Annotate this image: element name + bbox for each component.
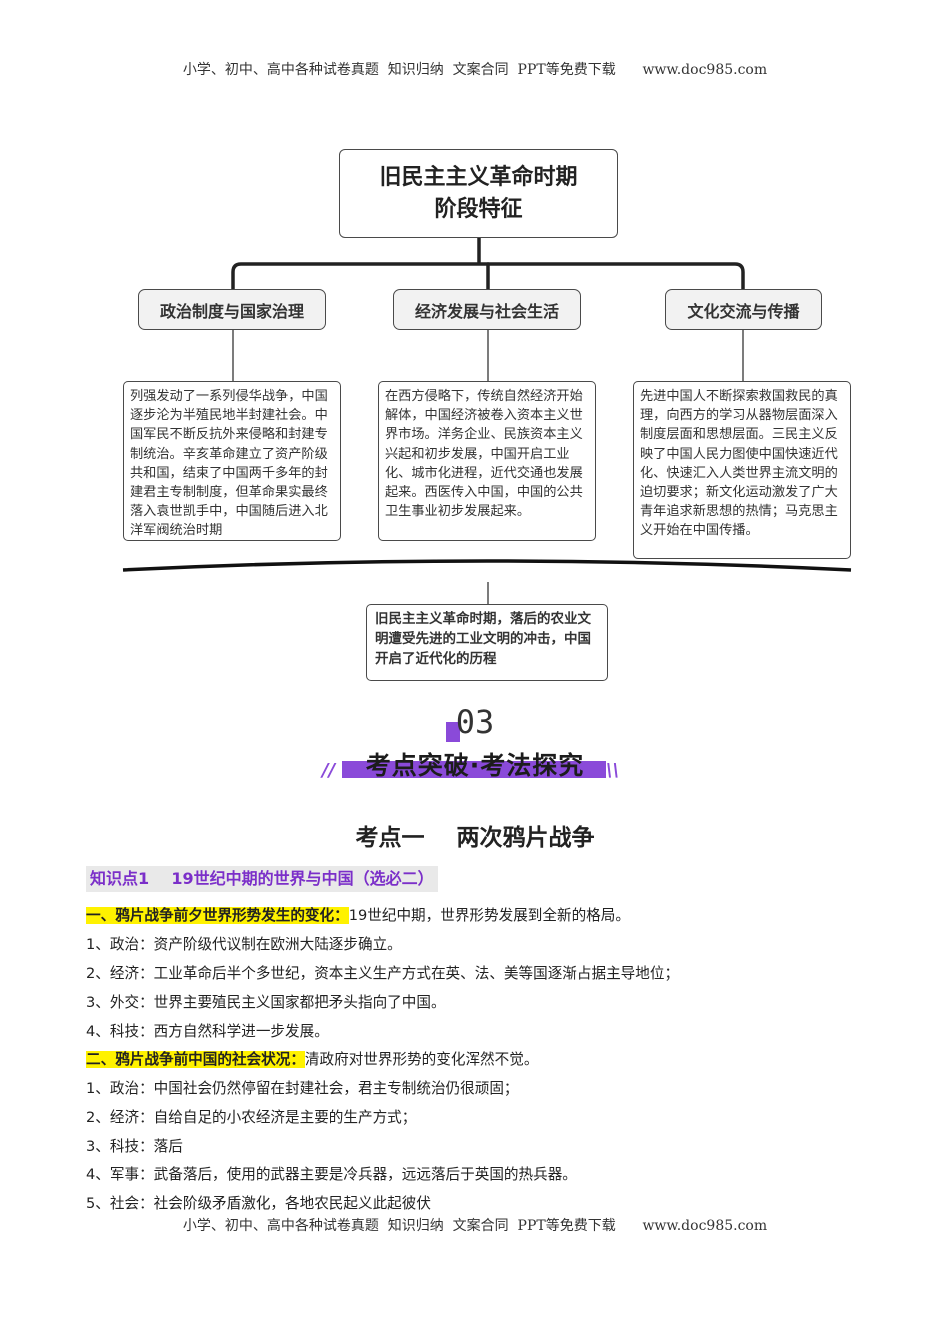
section-number: 03 — [455, 703, 495, 741]
category-economy: 经济发展与社会生活 — [393, 289, 581, 330]
root-title-line1: 旧民主主义革命时期 — [379, 164, 578, 190]
list-item: 3、外交：世界主要殖民主义国家都把矛头指向了中国。 — [86, 994, 446, 1011]
page-footer: 小学、初中、高中各种试卷真题 知识归纳 文案合同 PPT等免费下载 www.do… — [182, 1218, 768, 1234]
section-title: 考点突破·考法探究 — [365, 751, 585, 780]
left-slash-decoration: // — [322, 760, 336, 781]
heading-2: 二、鸦片战争前中国的社会状况：清政府对世界形势的变化浑然不觉。 — [86, 1050, 538, 1070]
heading-2-label: 二、鸦片战争前中国的社会状况： — [86, 1051, 305, 1068]
category-culture: 文化交流与传播 — [665, 289, 822, 330]
list-item: 2、经济：工业革命后半个多世纪，资本主义生产方式在英、法、美等国逐渐占据主导地位… — [86, 965, 680, 982]
list-item: 1、政治：资产阶级代议制在欧洲大陆逐步确立。 — [86, 936, 402, 953]
economy-description: 在西方侵略下，传统自然经济开始解体，中国经济被卷入资本主义世界市场。洋务企业、民… — [378, 381, 596, 541]
section-number-accent — [446, 722, 460, 742]
list-item: 5、社会：社会阶级矛盾激化，各地农民起义此起彼伏 — [86, 1195, 431, 1212]
list-item: 1、政治：中国社会仍然停留在封建社会，君主专制统治仍很顽固； — [86, 1080, 519, 1097]
list-item: 4、军事：武备落后，使用的武器主要是冷兵器，远远落后于英国的热兵器。 — [86, 1166, 577, 1183]
politics-description: 列强发动了一系列侵华战争，中国逐步沦为半殖民地半封建社会。中国军民不断反抗外来侵… — [123, 381, 341, 541]
kaodian-title: 考点一 两次鸦片战争 — [355, 825, 595, 851]
section-title-highlight — [342, 761, 606, 778]
list-item: 3、科技：落后 — [86, 1138, 183, 1155]
right-slash-decoration: \\ — [606, 760, 620, 781]
diagram-root-node: 旧民主主义革命时期 阶段特征 — [339, 149, 618, 238]
page-header: 小学、初中、高中各种试卷真题 知识归纳 文案合同 PPT等免费下载 www.do… — [182, 62, 768, 78]
knowledge-point-title: 知识点1 19世纪中期的世界与中国（选必二） — [86, 866, 438, 892]
list-item: 4、科技：西方自然科学进一步发展。 — [86, 1023, 329, 1040]
diagram-connectors — [122, 236, 852, 604]
heading-1: 一、鸦片战争前夕世界形势发生的变化：19世纪中期，世界形势发展到全新的格局。 — [86, 906, 630, 926]
list-item: 2、经济：自给自足的小农经济是主要的生产方式； — [86, 1109, 417, 1126]
heading-1-label: 一、鸦片战争前夕世界形势发生的变化： — [86, 907, 349, 924]
category-politics: 政治制度与国家治理 — [138, 289, 326, 330]
heading-2-text: 清政府对世界形势的变化浑然不觉。 — [304, 1051, 539, 1068]
culture-description: 先进中国人不断探索救国救民的真理，向西方的学习从器物层面深入制度层面和思想层面。… — [633, 381, 851, 559]
root-title-line2: 阶段特征 — [434, 196, 523, 222]
diagram-summary: 旧民主主义革命时期，落后的农业文明遭受先进的工业文明的冲击，中国开启了近代化的历… — [366, 604, 608, 681]
heading-1-text: 19世纪中期，世界形势发展到全新的格局。 — [348, 907, 630, 924]
